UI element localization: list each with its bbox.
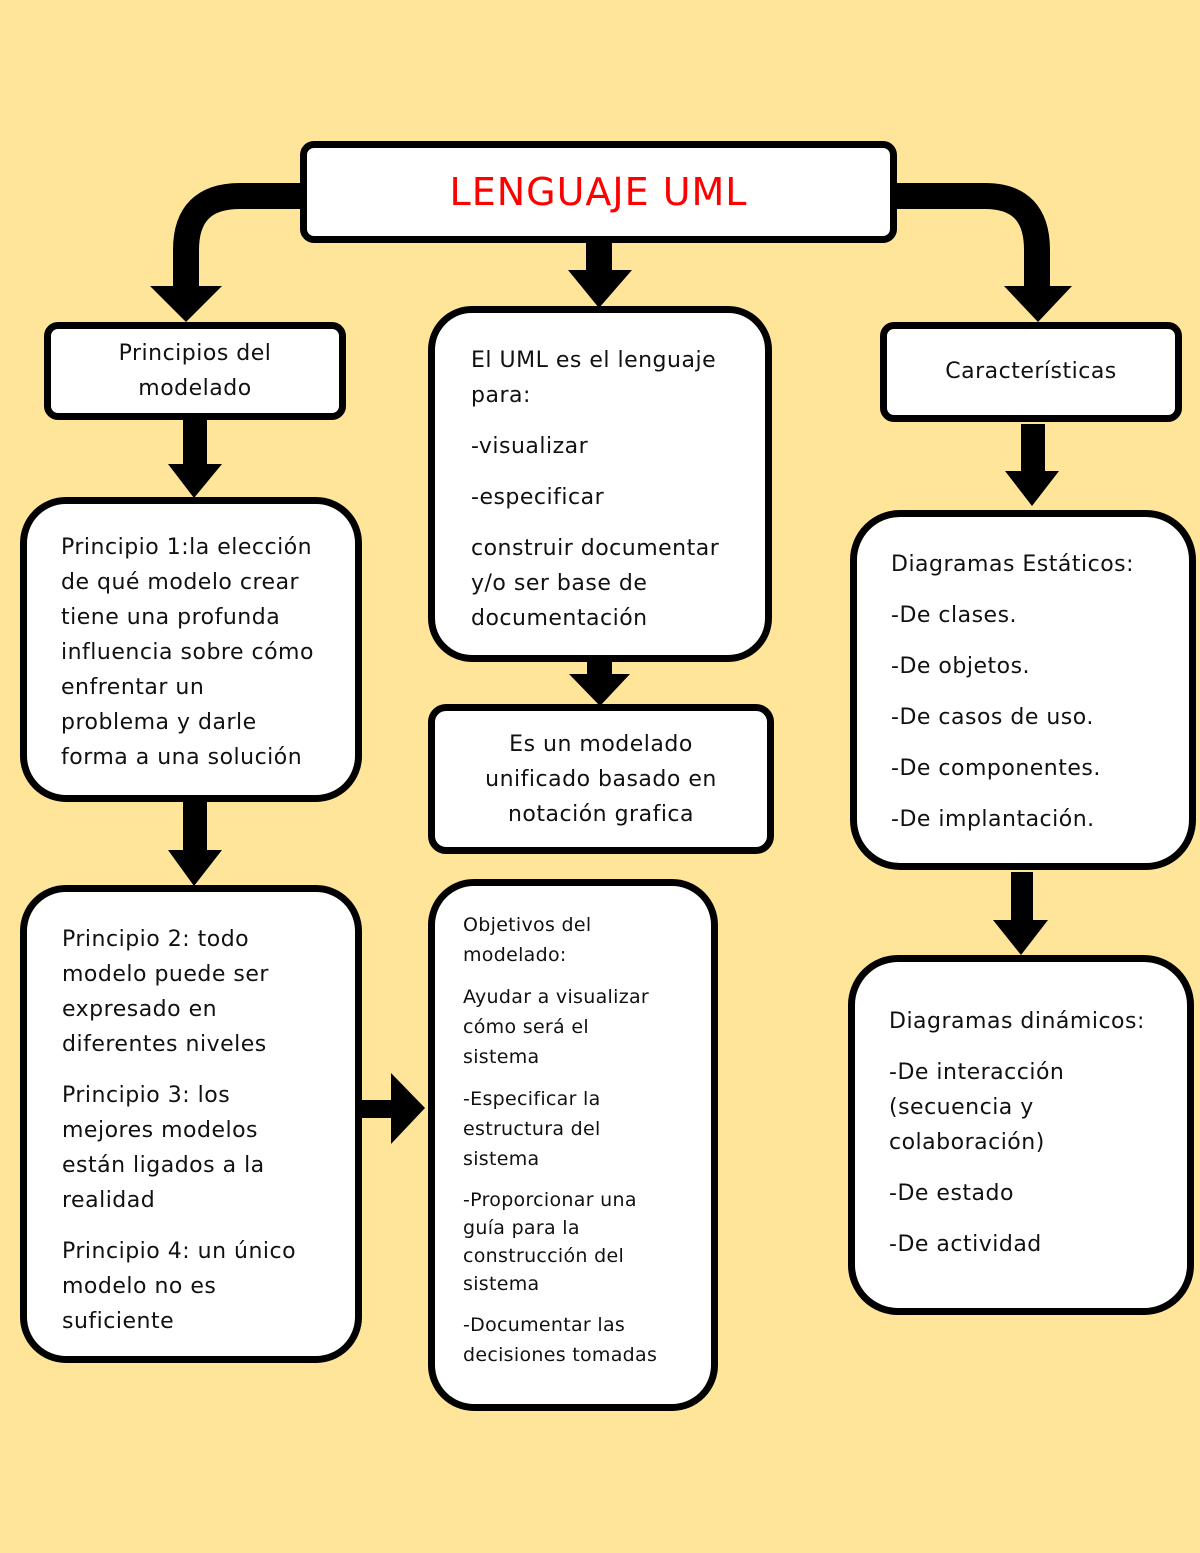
static-diagrams-node: Diagramas Estáticos: -De clases. -De obj… [850, 510, 1196, 870]
principle-3-line: mejores modelos [62, 1118, 259, 1143]
objective-item: -Documentar las decisiones tomadas [463, 1310, 711, 1370]
purpose-line: documentación [471, 606, 648, 631]
arrow-down-right2-icon [993, 872, 1048, 955]
principles-2-4-node: Principio 2: todo modelo puede ser expre… [20, 885, 362, 1363]
objectives-line: estructura del [463, 1118, 601, 1140]
principle-2-line: expresado en [62, 997, 218, 1022]
principle-3: Principio 3: los mejores modelos están l… [62, 1078, 355, 1218]
principle-4-line: suficiente [62, 1309, 175, 1334]
objectives-line: sistema [463, 1046, 540, 1068]
arrow-down-left2-icon [168, 800, 222, 886]
static-diagrams-title: Diagramas Estáticos: [891, 552, 1135, 577]
arrow-down-center2-icon [569, 655, 630, 706]
dynamic-diagram-line: -De estado [889, 1181, 1014, 1206]
static-diagram-item: -De casos de uso. [891, 705, 1094, 730]
purpose-item: -visualizar [471, 429, 765, 464]
principle-1-line: enfrentar un [61, 675, 205, 700]
principle-2-line: modelo puede ser [62, 962, 269, 987]
objectives-line: Ayudar a visualizar [463, 986, 650, 1008]
dynamic-diagram-line: (secuencia y [889, 1095, 1034, 1120]
principle-1-line: tiene una profunda [61, 605, 281, 630]
purpose-line: y/o ser base de [471, 571, 648, 596]
principle-3-line: realidad [62, 1188, 156, 1213]
objectives-line: sistema [463, 1273, 540, 1295]
principle-2-line: Principio 2: todo [62, 927, 250, 952]
characteristics-header-label: Características [945, 359, 1117, 384]
objective-item: -Proporcionar una guía para la construcc… [463, 1186, 711, 1298]
purpose-line: -especificar [471, 485, 605, 510]
dynamic-diagrams-node: Diagramas dinámicos: -De interacción (se… [848, 955, 1194, 1315]
objectives-line: -Especificar la [463, 1088, 601, 1110]
principle-1-node: Principio 1:la elección de qué modelo cr… [20, 497, 362, 802]
principle-3-line: están ligados a la [62, 1153, 265, 1178]
principle-1-line: influencia sobre cómo [61, 640, 314, 665]
dynamic-diagram-line: -De actividad [889, 1232, 1042, 1257]
purpose-line: El UML es el lenguaje [471, 348, 717, 373]
principle-1-line: de qué modelo crear [61, 570, 300, 595]
principle-4-line: modelo no es [62, 1274, 217, 1299]
dynamic-diagram-item: -De actividad [889, 1227, 1187, 1262]
uml-definition-node: Es un modelado unificado basado en notac… [428, 704, 774, 854]
arrow-down-right1-icon [1005, 424, 1059, 506]
purpose-item: -especificar [471, 480, 765, 515]
static-diagram-item: -De clases. [891, 603, 1018, 628]
purpose-item: construir documentar y/o ser base de doc… [471, 531, 765, 636]
principle-2-line: diferentes niveles [62, 1032, 267, 1057]
uml-purpose-node: El UML es el lenguaje para: -visualizar … [428, 306, 772, 662]
title-node: LENGUAJE UML [300, 141, 897, 243]
objective-item: Ayudar a visualizar cómo será el sistema [463, 982, 711, 1072]
arrow-down-left1-icon [168, 418, 222, 498]
arrow-curved-right-icon [897, 183, 1072, 322]
static-diagram-item: -De objetos. [891, 654, 1031, 679]
objectives-line: guía para la [463, 1217, 580, 1239]
principle-4: Principio 4: un único modelo no es sufic… [62, 1234, 355, 1339]
dynamic-diagram-item: -De estado [889, 1176, 1187, 1211]
objectives-line: decisiones tomadas [463, 1344, 658, 1366]
principles-header-node: Principios del modelado [44, 322, 346, 420]
dynamic-diagrams-title: Diagramas dinámicos: [889, 1009, 1145, 1034]
principle-1-line: forma a una solución [61, 745, 303, 770]
page-title: LENGUAJE UML [449, 170, 748, 214]
definition-line: notación grafica [507, 801, 695, 827]
objective-item: -Especificar la estructura del sistema [463, 1084, 711, 1174]
dynamic-diagram-line: colaboración) [889, 1130, 1045, 1155]
principle-1-line: Principio 1:la elección [61, 535, 313, 560]
definition-line: unificado basado en [485, 766, 717, 792]
static-diagram-item: -De componentes. [891, 756, 1101, 781]
definition-line: Es un modelado [509, 731, 693, 757]
objectives-line: sistema [463, 1148, 540, 1170]
dynamic-diagram-item: -De interacción (secuencia y colaboració… [889, 1055, 1187, 1160]
dynamic-diagram-line: -De interacción [889, 1060, 1065, 1085]
principle-4-line: Principio 4: un único [62, 1239, 297, 1264]
principles-header-line: Principios del [118, 341, 272, 366]
principle-2: Principio 2: todo modelo puede ser expre… [62, 922, 355, 1062]
objectives-line: construcción del [463, 1245, 625, 1267]
modeling-objectives-node: Objetivos del modelado: Ayudar a visuali… [428, 879, 718, 1411]
purpose-line: para: [471, 383, 531, 408]
objectives-title: Objetivos del modelado: [463, 910, 711, 970]
arrow-right-icon [360, 1073, 425, 1144]
static-diagram-item: -De implantación. [891, 807, 1095, 832]
characteristics-header-node: Características [880, 322, 1182, 422]
principles-header-line: modelado [138, 376, 252, 401]
arrow-down-center-icon [568, 243, 632, 308]
objectives-line: modelado: [463, 944, 567, 966]
purpose-line: -visualizar [471, 434, 589, 459]
objectives-line: -Proporcionar una [463, 1189, 637, 1211]
objectives-line: -Documentar las [463, 1314, 626, 1336]
objectives-line: Objetivos del [463, 914, 592, 936]
purpose-intro: El UML es el lenguaje para: [471, 343, 765, 413]
principle-3-line: Principio 3: los [62, 1083, 231, 1108]
purpose-line: construir documentar [471, 536, 720, 561]
principle-1-line: problema y darle [61, 710, 257, 735]
objectives-line: cómo será el [463, 1016, 589, 1038]
arrow-curved-left-icon [150, 183, 300, 322]
